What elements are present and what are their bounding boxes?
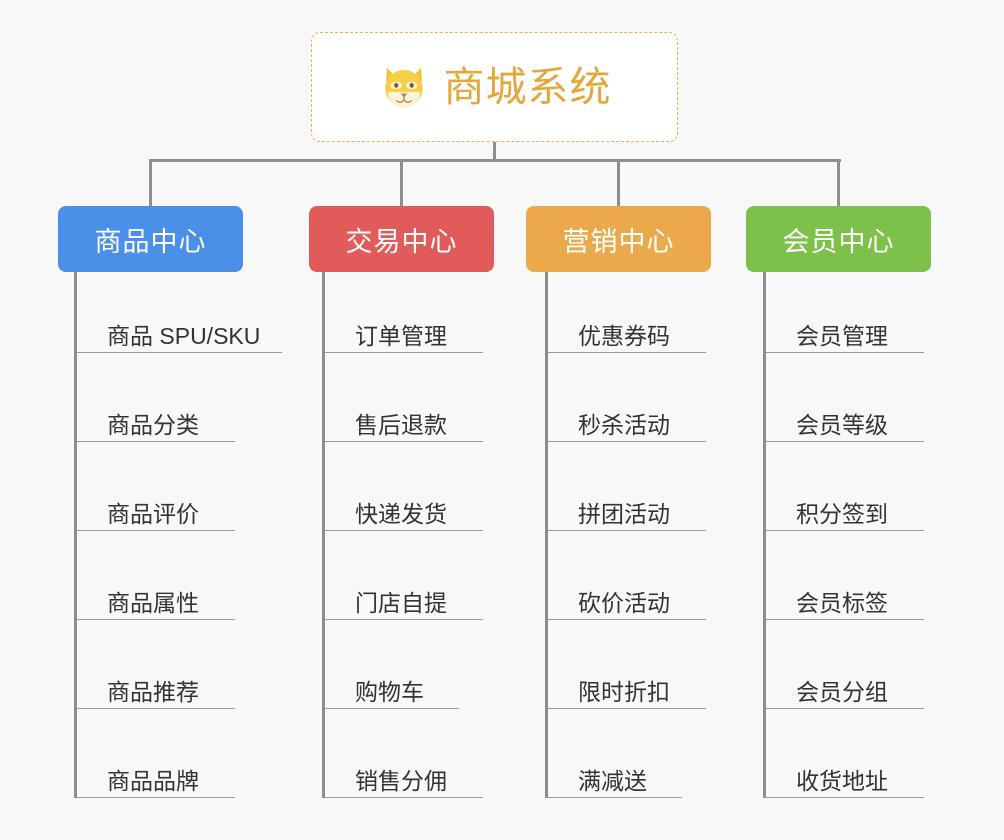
category-box-4[interactable]: 会员中心 xyxy=(746,206,931,272)
branch-bus-connector xyxy=(150,159,841,162)
category-label: 营销中心 xyxy=(562,226,675,257)
category-box-3[interactable]: 营销中心 xyxy=(526,206,711,272)
leaf-underline xyxy=(548,351,706,353)
leaf-underline xyxy=(77,707,235,709)
leaf-item-label: 会员分组 xyxy=(796,679,888,705)
leaf-item-label: 商品 SPU/SKU xyxy=(107,323,261,349)
leaf-underline xyxy=(325,529,483,531)
root-node[interactable]: 商城系统 xyxy=(311,32,678,142)
leaf-underline xyxy=(548,529,706,531)
category-box-2[interactable]: 交易中心 xyxy=(309,206,494,272)
leaf-underline xyxy=(766,707,924,709)
leaf-underline xyxy=(766,618,924,620)
leaf-underline xyxy=(77,529,235,531)
leaf-item-label: 商品评价 xyxy=(107,501,199,527)
leaf-underline xyxy=(548,796,682,798)
leaf-underline xyxy=(77,618,235,620)
leaf-item-label: 拼团活动 xyxy=(578,501,670,527)
leaf-item-label: 会员等级 xyxy=(796,412,888,438)
leaf-underline xyxy=(325,796,483,798)
leaf-underline xyxy=(325,618,483,620)
branch-drop-connector-3 xyxy=(617,159,620,206)
leaf-item-label: 商品品牌 xyxy=(107,768,199,794)
leaf-underline xyxy=(325,707,459,709)
leaf-underline xyxy=(766,351,924,353)
leaf-item-label: 售后退款 xyxy=(355,412,447,438)
leaf-underline xyxy=(325,351,483,353)
leaf-item-label: 商品推荐 xyxy=(107,679,199,705)
leaf-item-label: 商品分类 xyxy=(107,412,199,438)
leaf-item-label: 销售分佣 xyxy=(355,768,447,794)
branch-drop-connector-2 xyxy=(400,159,403,206)
leaf-underline xyxy=(325,440,483,442)
leaf-item-label: 快递发货 xyxy=(355,501,447,527)
leaf-item-label: 会员管理 xyxy=(796,323,888,349)
leaf-trunk-line xyxy=(545,272,548,798)
root-stem-connector xyxy=(493,142,496,161)
leaf-item-label: 砍价活动 xyxy=(578,590,670,616)
branch-drop-connector-1 xyxy=(149,159,152,206)
leaf-item-label: 收货地址 xyxy=(796,768,888,794)
leaf-item-label: 秒杀活动 xyxy=(578,412,670,438)
leaf-item-label: 订单管理 xyxy=(355,323,447,349)
leaf-item-label: 限时折扣 xyxy=(578,679,670,705)
leaf-item-label: 购物车 xyxy=(355,679,424,705)
root-title: 商城系统 xyxy=(443,63,612,110)
leaf-underline xyxy=(766,440,924,442)
category-label: 商品中心 xyxy=(94,226,207,257)
leaf-trunk-line xyxy=(74,272,77,798)
leaf-underline xyxy=(548,707,706,709)
leaf-item-label: 满减送 xyxy=(578,768,647,794)
branch-drop-connector-4 xyxy=(837,159,840,206)
leaf-item-label: 商品属性 xyxy=(107,590,199,616)
leaf-item-label: 门店自提 xyxy=(355,590,447,616)
leaf-underline xyxy=(77,796,235,798)
leaf-trunk-line xyxy=(322,272,325,798)
leaf-trunk-line xyxy=(763,272,766,798)
leaf-underline xyxy=(548,440,706,442)
category-label: 交易中心 xyxy=(345,226,458,257)
leaf-item-label: 优惠券码 xyxy=(578,323,670,349)
category-box-1[interactable]: 商品中心 xyxy=(58,206,243,272)
leaf-underline xyxy=(77,440,235,442)
category-label: 会员中心 xyxy=(782,226,895,257)
leaf-underline xyxy=(766,796,924,798)
leaf-underline xyxy=(548,618,706,620)
leaf-item-label: 积分签到 xyxy=(796,501,888,527)
leaf-item-label: 会员标签 xyxy=(796,590,888,616)
dog-face-emoji xyxy=(384,67,423,109)
leaf-underline xyxy=(766,529,924,531)
leaf-underline xyxy=(77,351,282,353)
